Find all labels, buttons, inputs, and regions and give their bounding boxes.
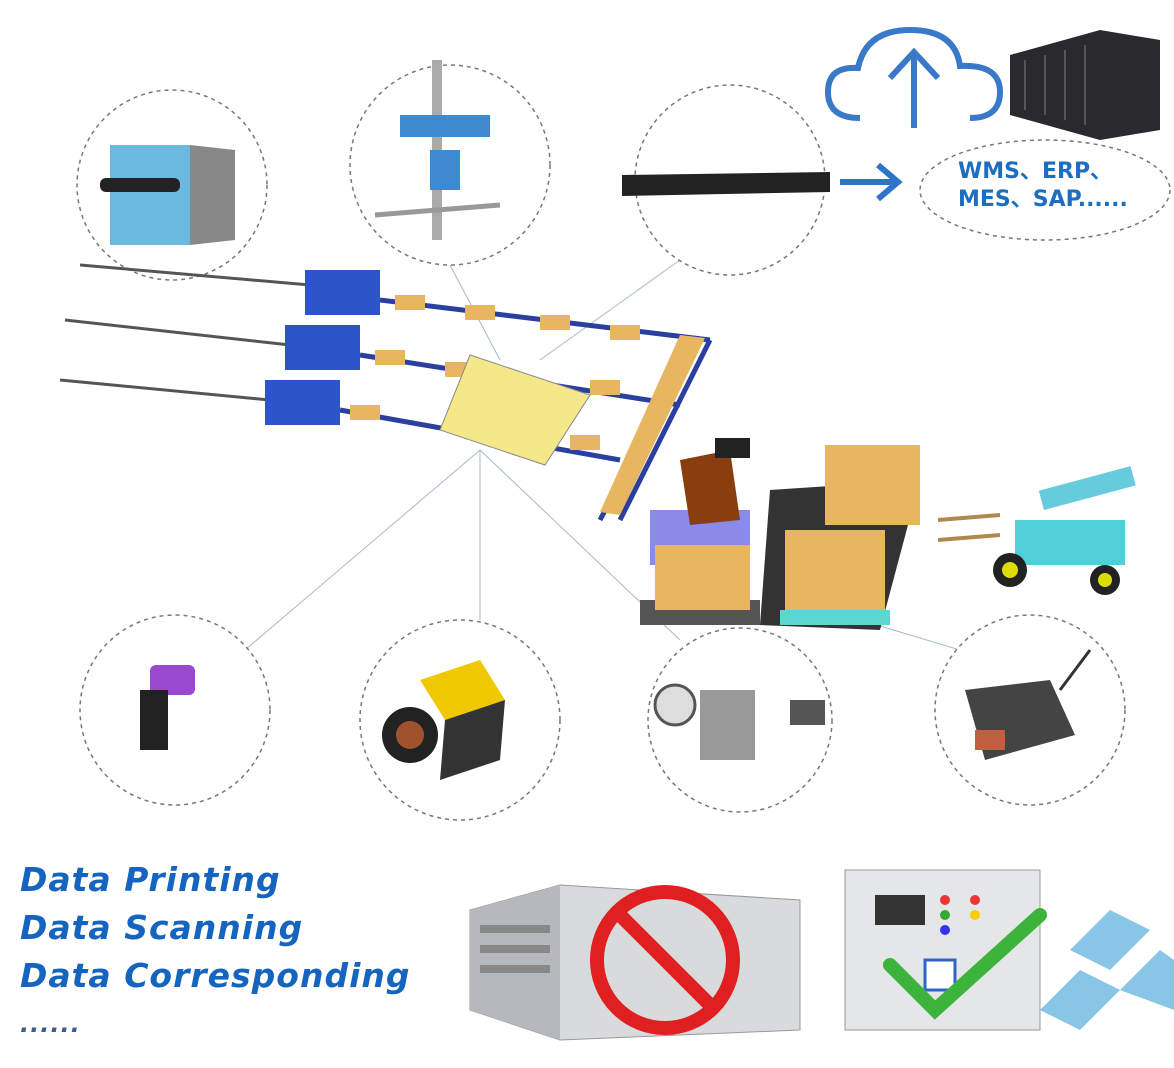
forklift-icon xyxy=(937,466,1136,595)
feature-ellipsis: ...... xyxy=(20,1010,81,1038)
barcode-scanner-icon xyxy=(965,649,1092,760)
pallet-boxes xyxy=(640,445,920,630)
conveyor-lines xyxy=(59,263,713,522)
feature-data-scanning: Data Scanning xyxy=(20,908,304,947)
systems-ellipse xyxy=(919,139,1171,241)
decorative-tiles xyxy=(1040,910,1174,1030)
checkmark-icon xyxy=(883,908,1047,1020)
systems-line-2: MES、SAP...... xyxy=(958,187,1128,212)
no-sign-icon xyxy=(590,885,740,1035)
cloud-upload-icon xyxy=(824,26,1004,128)
controller-server-icon xyxy=(622,172,830,196)
inkjet-printer-icon xyxy=(100,145,235,245)
arrow-right-icon xyxy=(840,162,903,202)
systems-label: WMS、ERP、 MES、SAP...... xyxy=(958,158,1128,214)
feature-data-corresponding: Data Corresponding xyxy=(20,956,411,995)
labeling-machine-icon xyxy=(653,683,825,760)
server-rack-icon xyxy=(1010,30,1160,140)
laser-marker-icon xyxy=(374,60,501,240)
handheld-printer-icon xyxy=(140,665,195,750)
feature-data-printing: Data Printing xyxy=(20,860,281,899)
industrial-camera-icon xyxy=(382,660,505,780)
systems-line-1: WMS、ERP、 xyxy=(958,159,1113,184)
handheld-printer-circle xyxy=(79,614,271,806)
